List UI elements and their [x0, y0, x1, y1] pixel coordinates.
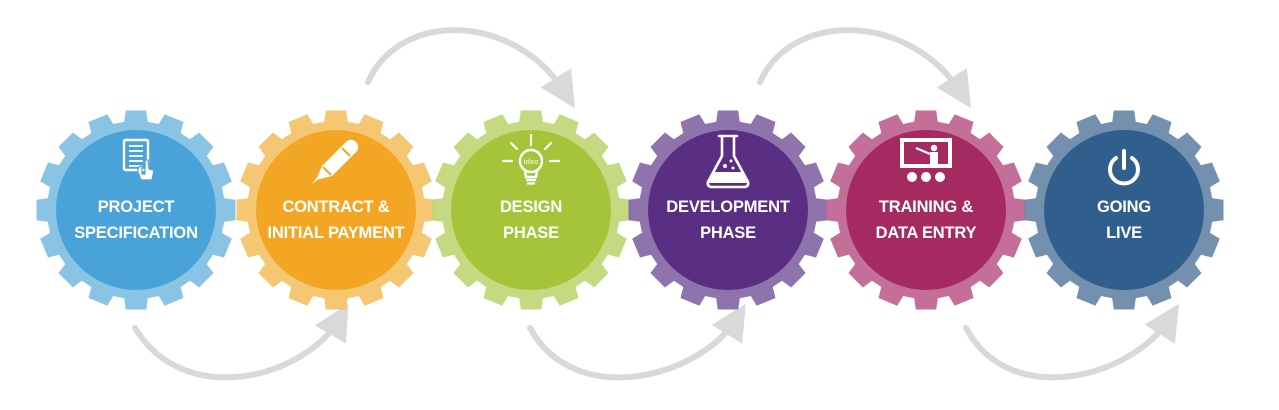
presentation-icon: [900, 138, 952, 182]
flask-icon: [706, 134, 750, 189]
gear-step-5: [826, 110, 1026, 310]
step-3-label: DESIGN PHASE: [446, 194, 616, 246]
gear-step-1: [36, 110, 236, 310]
step-4-label: DEVELOPMENT PHASE: [643, 194, 813, 246]
gear-step-4: [628, 110, 828, 310]
gear-group: idea: [36, 110, 1224, 310]
lightbulb-icon: idea: [501, 133, 561, 185]
gear-face-5: [846, 130, 1006, 290]
pen-icon: [312, 139, 359, 184]
step-2-title-line1: CONTRACT &: [282, 198, 390, 216]
step-2-title-line2: INITIAL PAYMENT: [267, 224, 405, 242]
step-1-label: PROJECT SPECIFICATION: [51, 194, 221, 246]
step-5-title-line2: DATA ENTRY: [875, 224, 977, 242]
gear-face-4: [648, 130, 808, 290]
arrow-step2-to-step3: [365, 27, 575, 109]
step-1-title-line1: PROJECT: [97, 198, 175, 216]
step-3-title-line2: PHASE: [503, 224, 559, 242]
gear-face-3: [451, 130, 611, 290]
step-6-title-line1: GOING: [1096, 198, 1151, 216]
power-icon: [1108, 149, 1140, 186]
step-6-label: GOING LIVE: [1039, 194, 1209, 246]
step-1-title-line2: SPECIFICATION: [74, 224, 198, 242]
arrow-step3-to-step4: [527, 303, 746, 381]
idea-text: idea: [523, 158, 538, 166]
gear-face-1: [56, 130, 216, 290]
arrow-step5-to-step6: [963, 303, 1180, 381]
step-5-title-line1: TRAINING &: [878, 198, 974, 216]
step-4-title-line1: DEVELOPMENT: [666, 198, 790, 216]
gear-face-6: [1044, 130, 1204, 290]
document-touch-icon: [122, 138, 155, 181]
connector-arrows: [132, 27, 1180, 381]
step-3-title-line1: DESIGN: [499, 198, 563, 216]
gear-step-6: [1024, 110, 1224, 310]
arrow-step4-to-step5: [757, 27, 972, 109]
gear-face-2: [256, 130, 416, 290]
arrow-step1-to-step2: [132, 303, 349, 381]
gear-step-3: idea: [431, 110, 631, 310]
gear-step-2: [236, 110, 436, 310]
step-5-label: TRAINING & DATA ENTRY: [841, 194, 1011, 246]
step-6-title-line2: LIVE: [1106, 224, 1142, 242]
step-2-label: CONTRACT & INITIAL PAYMENT: [251, 194, 421, 246]
step-4-title-line2: PHASE: [700, 224, 756, 242]
